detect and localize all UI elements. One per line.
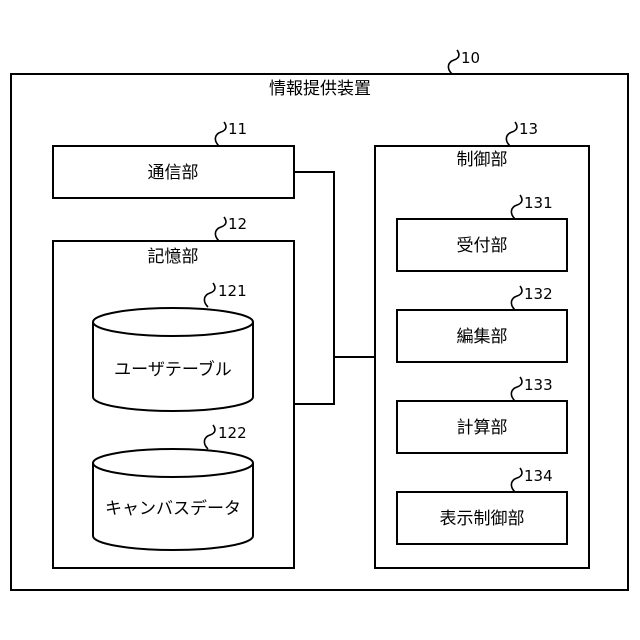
control-unit-label: 制御部 [457,150,508,170]
device-label: 情報提供装置 [269,79,371,99]
receive-unit-label: 受付部 [457,236,508,256]
display-control-unit-label: 表示制御部 [440,509,525,529]
edit-unit-label: 編集部 [457,327,508,347]
comm-ref-number: 11 [228,120,247,138]
calc-unit-label: 計算部 [457,418,508,438]
edit-ref-number: 132 [524,285,553,303]
device-ref-number: 10 [461,49,480,67]
display-control-ref-number: 134 [524,467,553,485]
device-ref-leader [448,50,459,74]
comm-unit-label: 通信部 [148,163,199,183]
user-table-label: ユーザテーブル [114,359,232,380]
receive-ref-number: 131 [524,194,553,212]
storage-unit-label: 記憶部 [148,247,199,267]
storage-ref-number: 12 [228,215,247,233]
control-ref-number: 13 [519,120,538,138]
canvas-data-ref-number: 122 [218,424,247,442]
canvas-data-label: キャンバスデータ [105,498,241,519]
user-table-ref-number: 121 [218,282,247,300]
calc-ref-number: 133 [524,376,553,394]
